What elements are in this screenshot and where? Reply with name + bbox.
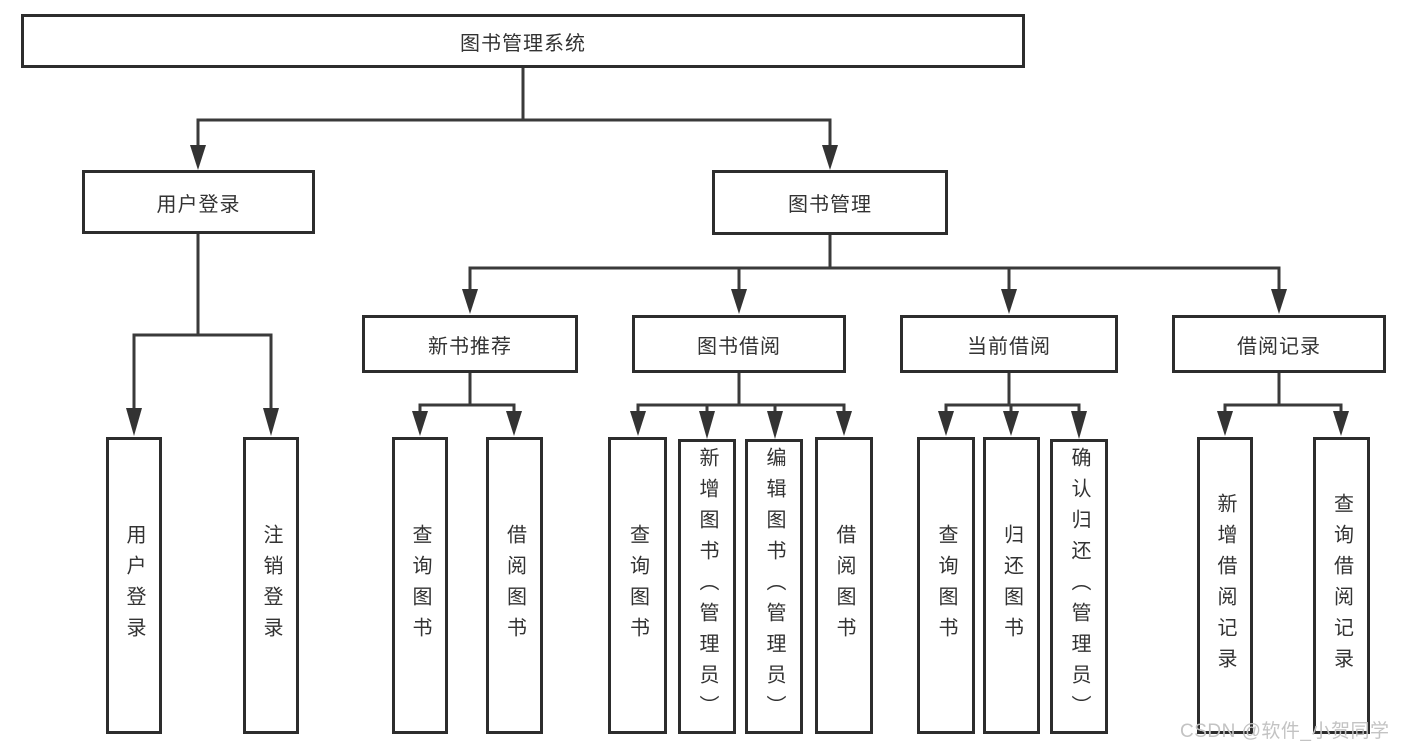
leaf-add-book-admin: 新增图书（管理员） [678, 439, 736, 734]
arrow-down-icon [126, 408, 142, 436]
watermark: CSDN @软件_小贺同学 [1180, 721, 1390, 742]
connector-new-book-group [412, 373, 522, 436]
node-library-system: 图书管理系统 [21, 14, 1025, 68]
leaf-query-book-1: 查询图书 [392, 437, 448, 734]
arrow-down-icon [630, 411, 646, 436]
arrow-down-icon [263, 408, 279, 436]
leaf-add-borrow-record: 新增借阅记录 [1197, 437, 1253, 734]
arrow-down-icon [822, 145, 838, 170]
arrow-down-icon [1333, 411, 1349, 436]
connector-user-login-to-leaves [126, 234, 279, 436]
arrow-down-icon [412, 411, 428, 436]
arrow-down-icon [1217, 411, 1233, 436]
leaf-query-book-1-label: 查询图书 [409, 523, 431, 648]
node-book-borrow: 图书借阅 [632, 315, 846, 373]
arrow-down-icon [699, 411, 715, 439]
connector-borrow-record-group [1217, 373, 1349, 436]
arrow-down-icon [1071, 411, 1087, 439]
leaf-edit-book-admin: 编辑图书（管理员） [745, 439, 803, 734]
arrow-down-icon [1003, 411, 1019, 436]
node-library-system-label: 图书管理系统 [460, 32, 586, 55]
node-current-borrow: 当前借阅 [900, 315, 1118, 373]
arrow-down-icon [767, 411, 783, 439]
node-user-login: 用户登录 [82, 170, 315, 234]
connector-root-to-level2 [190, 68, 838, 170]
node-book-management-label: 图书管理 [788, 194, 872, 216]
arrow-down-icon [836, 411, 852, 436]
arrow-down-icon [731, 289, 747, 314]
leaf-confirm-return-admin-label: 确认归还（管理员） [1068, 447, 1090, 726]
node-current-borrow-label: 当前借阅 [967, 335, 1051, 358]
leaf-query-borrow-record-label: 查询借阅记录 [1330, 492, 1353, 679]
leaf-add-borrow-record-label: 新增借阅记录 [1214, 492, 1236, 679]
arrow-down-icon [190, 145, 206, 170]
leaf-user-login-label: 用户登录 [123, 523, 145, 648]
arrow-down-icon [938, 411, 954, 436]
arrow-down-icon [1271, 289, 1287, 314]
leaf-query-borrow-record: 查询借阅记录 [1313, 437, 1370, 734]
leaf-query-book-3: 查询图书 [917, 437, 975, 734]
node-borrow-record-label: 借阅记录 [1237, 335, 1321, 358]
leaf-user-login: 用户登录 [106, 437, 162, 734]
node-user-login-label: 用户登录 [156, 193, 241, 216]
node-book-management: 图书管理 [712, 170, 948, 235]
leaf-query-book-2: 查询图书 [608, 437, 667, 734]
leaf-logout: 注销登录 [243, 437, 299, 734]
leaf-add-book-admin-label: 新增图书（管理员） [696, 447, 718, 726]
leaf-query-book-2-label: 查询图书 [626, 523, 649, 648]
leaf-borrow-book-1-label: 借阅图书 [503, 523, 526, 648]
leaf-confirm-return-admin: 确认归还（管理员） [1050, 439, 1108, 734]
arrow-down-icon [506, 411, 522, 436]
leaf-return-book: 归还图书 [983, 437, 1040, 734]
leaf-query-book-3-label: 查询图书 [935, 523, 957, 648]
node-borrow-record: 借阅记录 [1172, 315, 1386, 373]
node-new-book-recommend: 新书推荐 [362, 315, 578, 373]
connector-book-borrow-group [630, 373, 852, 439]
leaf-borrow-book-2: 借阅图书 [815, 437, 873, 734]
node-book-borrow-label: 图书借阅 [697, 335, 781, 358]
arrow-down-icon [462, 289, 478, 314]
leaf-logout-label: 注销登录 [260, 523, 282, 648]
leaf-borrow-book-1: 借阅图书 [486, 437, 543, 734]
arrow-down-icon [1001, 289, 1017, 314]
leaf-borrow-book-2-label: 借阅图书 [833, 523, 855, 648]
connector-current-borrow-group [938, 373, 1087, 439]
connector-book-mgmt-to-level3 [462, 235, 1287, 314]
leaf-return-book-label: 归还图书 [1000, 523, 1023, 648]
leaf-edit-book-admin-label: 编辑图书（管理员） [763, 447, 785, 726]
node-new-book-recommend-label: 新书推荐 [428, 335, 512, 358]
